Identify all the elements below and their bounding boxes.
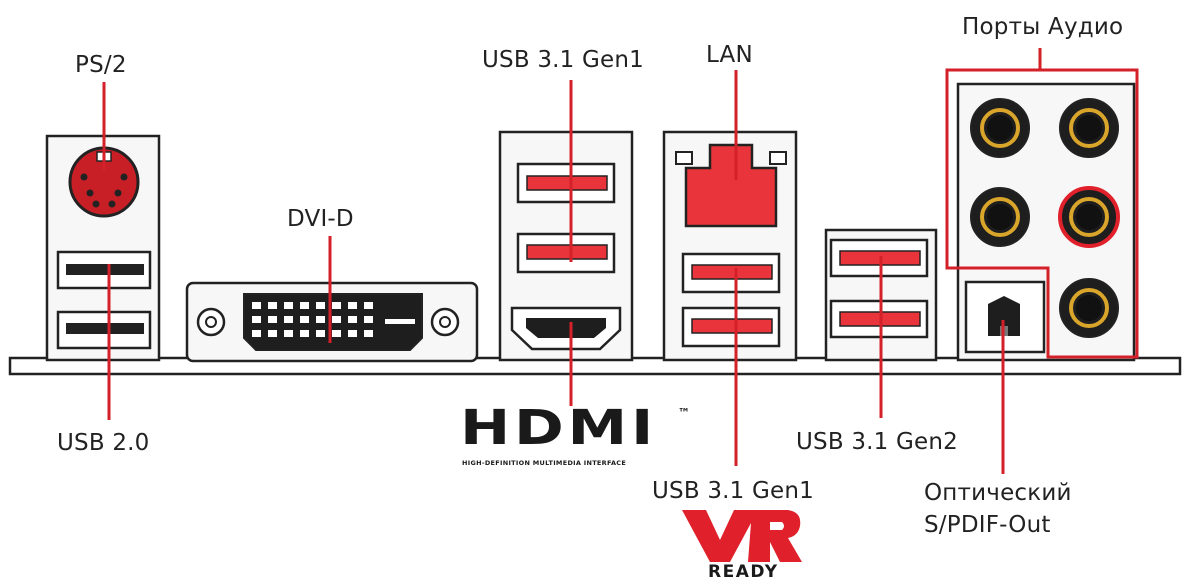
audio-highlight-frame xyxy=(945,68,1139,359)
dvi-pin xyxy=(332,316,341,323)
audio-jack-4[interactable] xyxy=(1058,186,1120,248)
lan-label: LAN xyxy=(706,42,753,68)
usb31-gen1-bottom-label: USB 3.1 Gen1 xyxy=(652,478,814,504)
usb31-gen1-top-label: USB 3.1 Gen1 xyxy=(482,47,644,73)
audio-jack-1[interactable] xyxy=(970,98,1030,158)
usb31-gen1-bottom-port-2[interactable] xyxy=(681,306,781,348)
dvi-pin xyxy=(364,330,373,337)
lan-led-left xyxy=(675,151,693,165)
dvi-pin xyxy=(252,316,261,323)
audio-ports-label: Порты Аудио xyxy=(962,14,1124,40)
dvi-pin xyxy=(268,302,277,309)
dvi-pin xyxy=(300,302,309,309)
audio-jack-3[interactable] xyxy=(970,187,1030,247)
usb20-port-2[interactable] xyxy=(56,310,152,350)
dvi-pin xyxy=(316,316,325,323)
dvi-pin xyxy=(284,302,293,309)
dvi-pin xyxy=(300,316,309,323)
usb31-gen2-label: USB 3.1 Gen2 xyxy=(796,429,958,455)
dvi-pin xyxy=(332,330,341,337)
dvi-d-port[interactable] xyxy=(185,281,479,363)
optical-label-line1: Оптический xyxy=(924,480,1072,506)
hdmi-tagline: HIGH-DEFINITION MULTIMEDIA INTERFACE xyxy=(462,459,627,467)
dvi-pin xyxy=(364,316,373,323)
dvi-pin xyxy=(348,316,357,323)
usb31-gen1-top-port-2[interactable] xyxy=(516,232,616,274)
dvi-pin xyxy=(316,302,325,309)
dvi-pin xyxy=(268,330,277,337)
dvi-pin xyxy=(268,316,277,323)
dvi-pin xyxy=(284,316,293,323)
dvi-pin xyxy=(364,302,373,309)
ps2-label: PS/2 xyxy=(75,52,127,78)
usb20-port-1[interactable] xyxy=(56,250,152,290)
dvi-pin xyxy=(252,302,261,309)
dvi-pin xyxy=(348,302,357,309)
dvi-pin xyxy=(300,330,309,337)
lan-port[interactable] xyxy=(684,143,778,228)
optical-spdif-port[interactable] xyxy=(964,280,1046,354)
usb31-gen1-bottom-port-1[interactable] xyxy=(681,252,781,294)
audio-jack-5[interactable] xyxy=(1059,278,1119,338)
usb20-label: USB 2.0 xyxy=(57,430,150,456)
usb31-gen2-port-2[interactable] xyxy=(829,299,929,339)
leader-lines xyxy=(102,70,1005,474)
usb31-gen2-port-1[interactable] xyxy=(829,238,929,278)
dvi-pin xyxy=(316,330,325,337)
dvi-pin xyxy=(284,330,293,337)
lan-led-right xyxy=(769,151,787,165)
hdmi-port[interactable] xyxy=(510,306,622,351)
dvi-pin xyxy=(332,302,341,309)
vr-ready-subtext: READY xyxy=(708,562,779,582)
vr-ready-logo xyxy=(682,510,802,562)
dvi-pin xyxy=(348,330,357,337)
optical-label-line2: S/PDIF-Out xyxy=(924,512,1051,538)
hdmi-tm: ™ xyxy=(678,406,690,420)
hdmi-logo: HDMI xyxy=(460,400,658,456)
audio-jack-2[interactable] xyxy=(1059,98,1119,158)
dvi-pin xyxy=(252,330,261,337)
dvi-d-label: DVI-D xyxy=(287,206,354,232)
usb31-gen1-top-port-1[interactable] xyxy=(516,162,616,204)
